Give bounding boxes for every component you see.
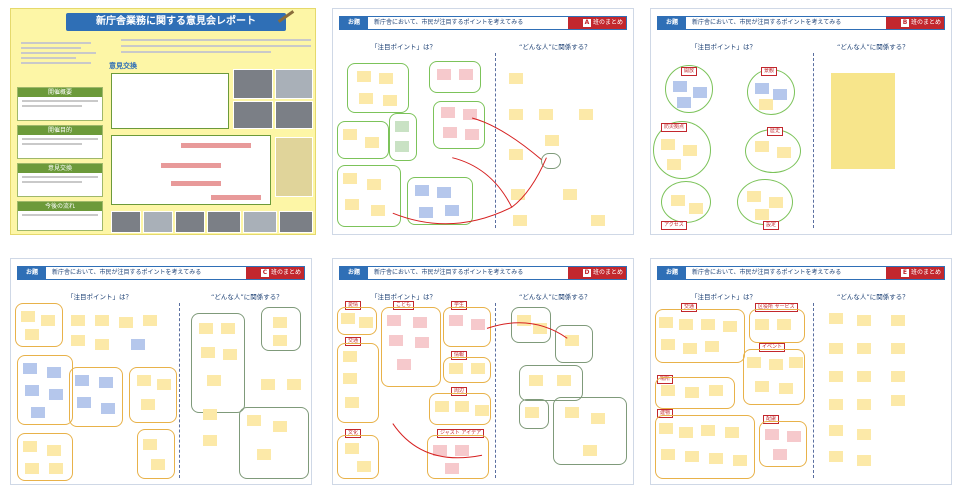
section-heading: 今後の流れ (18, 202, 102, 211)
illustration (275, 137, 313, 197)
cluster-tag: 周辺 (451, 387, 468, 396)
question-text: 新庁舎において、市民が注目するポイントを考えてみる (374, 269, 524, 276)
cluster-tag: 景観 (761, 67, 778, 76)
photo (279, 211, 313, 233)
group-suffix: 班のまとめ (910, 269, 941, 276)
photo (175, 211, 205, 233)
cluster-tag: 交通 (681, 303, 698, 312)
cluster-tag: 愛情 (345, 301, 362, 310)
cluster-tag: イベント (759, 343, 786, 352)
section-heading: 開催概要 (18, 88, 102, 97)
relation-arrows (392, 322, 568, 459)
cluster-tag: 学生 (451, 301, 468, 310)
left-heading: 「注目ポイント」は？ (371, 43, 436, 51)
group-suffix: 班のまとめ (592, 19, 623, 26)
question-text: 新庁舎において、市民が注目するポイントを考えてみる (692, 269, 842, 276)
report-steps (111, 73, 229, 129)
cluster-tag: アクセス (661, 221, 687, 230)
group-letter: A (582, 19, 591, 27)
group-letter: E (900, 269, 909, 277)
photo (233, 69, 273, 99)
left-heading: 「注目ポイント」は？ (691, 43, 756, 51)
photo (111, 211, 141, 233)
left-heading: 「注目ポイント」は？ (371, 293, 436, 301)
cluster-tag: 防災拠点 (661, 123, 688, 132)
cluster-tag: 配慮 (763, 415, 780, 424)
group-letter: C (260, 269, 269, 277)
photo (243, 211, 277, 233)
report-slide[interactable]: 新庁舎業務に関する意見会レポート 開催概要 開催目的 意見交換 今後の流れ 意見… (10, 8, 316, 235)
section-heading: 意見交換 (18, 164, 102, 173)
odai-label: お題 (340, 17, 368, 29)
cluster-tag: ジャスト アイデア (437, 429, 485, 438)
report-title: 新庁舎業務に関する意見会レポート (66, 13, 286, 31)
right-heading: “どんな人”に関係する？ (837, 293, 909, 301)
odai-label: お題 (18, 267, 46, 279)
report-meta (17, 39, 105, 67)
cluster-tag: 交通 (345, 337, 362, 346)
group-suffix: 班のまとめ (910, 19, 941, 26)
cluster-tag: 建物 (657, 409, 674, 418)
photo (143, 211, 173, 233)
report-section-2: 開催目的 (17, 125, 103, 159)
right-heading: “どんな人”に関係する？ (211, 293, 283, 301)
odai-label: お題 (340, 267, 368, 279)
photo (233, 101, 273, 129)
photo (207, 211, 241, 233)
odai-label: お題 (658, 17, 686, 29)
photo (275, 101, 313, 129)
report-section-4: 今後の流れ (17, 201, 103, 231)
cluster-tag: 設定 (763, 221, 780, 230)
odai-label: お題 (658, 267, 686, 279)
group-suffix: 班のまとめ (592, 269, 623, 276)
cluster-tag: 情報 (451, 351, 468, 360)
report-banner: 意見交換 (109, 62, 137, 70)
report-section-1: 開催概要 (17, 87, 103, 121)
group-suffix: 班のまとめ (270, 269, 301, 276)
question-text: 新庁舎において、市民が注目するポイントを考えてみる (374, 19, 524, 26)
left-heading: 「注目ポイント」は？ (691, 293, 756, 301)
right-heading: “どんな人”に関係する？ (519, 293, 591, 301)
relation-arrows (392, 117, 547, 225)
right-heading: “どんな人”に関係する？ (837, 43, 909, 51)
question-text: 新庁舎において、市民が注目するポイントを考えてみる (692, 19, 842, 26)
section-heading: 開催目的 (18, 126, 102, 135)
group-letter: B (900, 19, 909, 27)
photo (275, 69, 313, 99)
right-heading: “どんな人”に関係する？ (519, 43, 591, 51)
cluster-tag: 歴史 (767, 127, 784, 136)
group-letter: D (582, 269, 591, 277)
left-heading: 「注目ポイント」は？ (67, 293, 132, 301)
cluster-tag: 区役所 サービス (755, 303, 798, 312)
cluster-tag: こども (393, 301, 415, 310)
cluster-tag: 開放 (681, 67, 698, 76)
cluster-tag: 文化 (345, 429, 362, 438)
question-text: 新庁舎において、市民が注目するポイントを考えてみる (52, 269, 202, 276)
report-section-3: 意見交換 (17, 163, 103, 197)
